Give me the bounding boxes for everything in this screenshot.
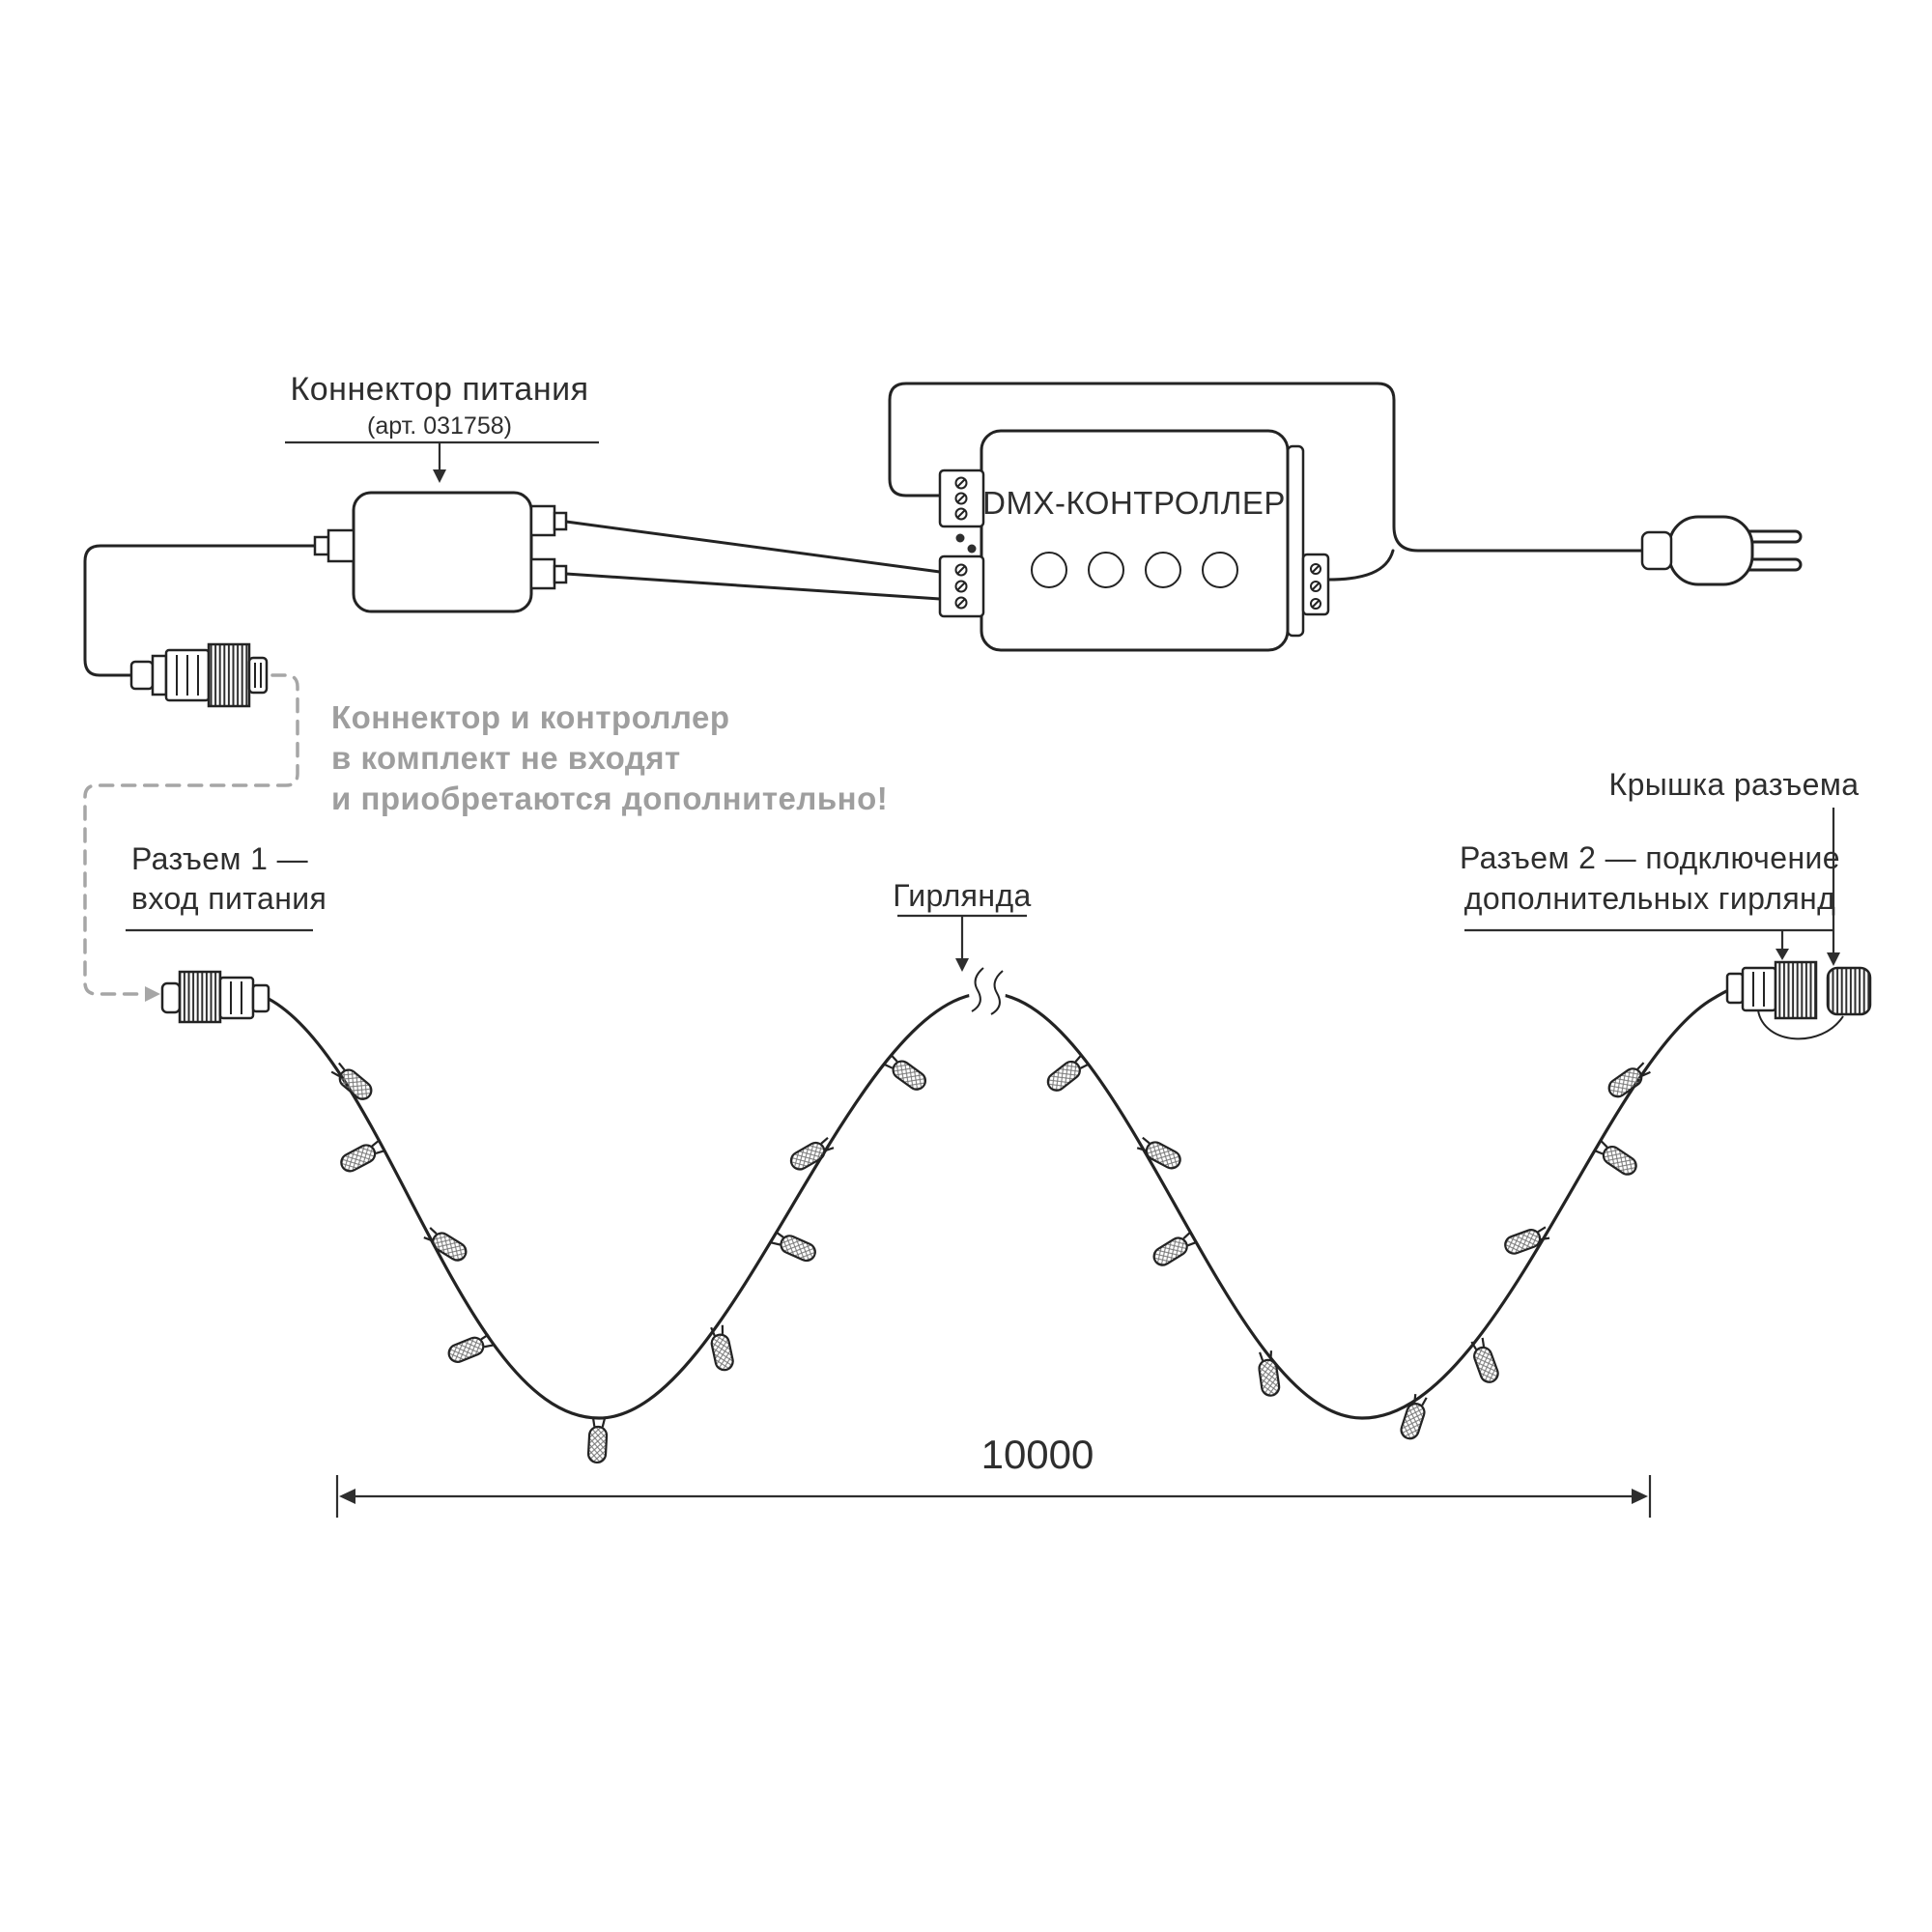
dimension-arrow-right-icon bbox=[1632, 1489, 1648, 1504]
connector2-knurl bbox=[1774, 960, 1818, 1020]
dashed-guide-path bbox=[83, 673, 299, 996]
connector2-callout: Разъем 2 — подключение дополнительных ги… bbox=[1460, 840, 1840, 960]
power-connector-callout: Коннектор питания (арт. 031758) bbox=[285, 371, 599, 483]
plug-body bbox=[1667, 515, 1754, 586]
cap-callout: Крышка разъема bbox=[1609, 767, 1860, 966]
screw-connector-ribs bbox=[176, 655, 199, 696]
screw-connector bbox=[129, 642, 269, 708]
screw-connector-knurl bbox=[207, 642, 251, 708]
connector1-label-1: Разъем 1 — bbox=[131, 841, 308, 876]
loop-cable bbox=[888, 382, 1646, 553]
power-connector-arrow-icon bbox=[433, 469, 446, 483]
led-lamp bbox=[421, 1224, 470, 1265]
terminal-block-lower-left bbox=[938, 554, 985, 618]
led-lamp bbox=[444, 1330, 496, 1366]
garland-wire bbox=[267, 987, 1733, 1420]
power-wire-upper bbox=[564, 520, 942, 574]
plug-sleeve bbox=[1640, 530, 1673, 571]
garland-lamps bbox=[328, 1051, 1654, 1464]
led-lamp bbox=[786, 1134, 837, 1174]
connector1-tip bbox=[160, 981, 182, 1014]
dmx-button-4 bbox=[1202, 552, 1238, 588]
garland-arrow-icon bbox=[955, 958, 969, 972]
cables bbox=[83, 382, 1646, 677]
power-plug bbox=[1640, 515, 1803, 586]
power-wire-lower bbox=[564, 572, 942, 601]
power-connector-stub-step-left bbox=[313, 535, 330, 556]
connector1-label-2: вход питания bbox=[131, 881, 327, 916]
led-lamp bbox=[769, 1228, 819, 1265]
connector1-taper bbox=[251, 983, 270, 1013]
dimension-label: 10000 bbox=[981, 1432, 1094, 1477]
garland-label: Гирлянда bbox=[893, 878, 1031, 913]
dashed-guide-arrow-icon bbox=[145, 986, 160, 1002]
connector2-label-2: дополнительных гирлянд bbox=[1464, 881, 1835, 916]
power-connector-stub-right-2 bbox=[529, 557, 556, 590]
led-lamp bbox=[586, 1416, 610, 1464]
connector2-taper bbox=[1725, 972, 1745, 1005]
dimension-line bbox=[335, 1475, 1652, 1518]
power-cable-left bbox=[83, 544, 317, 677]
screw-connector-sleeve bbox=[129, 660, 155, 691]
power-connector-stub-right-1 bbox=[529, 504, 556, 537]
plug-cable bbox=[1326, 549, 1395, 582]
dmx-button-2 bbox=[1088, 552, 1124, 588]
connector2 bbox=[1725, 960, 1872, 1040]
connector1-ribbed bbox=[218, 976, 255, 1020]
dashed-guide bbox=[83, 673, 299, 1002]
dmx-controller-label: DMX-КОНТРОЛЛЕР bbox=[982, 485, 1286, 521]
break-mark bbox=[969, 967, 1006, 1015]
dmx-controller-flange bbox=[1286, 444, 1305, 638]
garland bbox=[160, 960, 1872, 1464]
led-lamp bbox=[1467, 1335, 1502, 1386]
connector2-arrow-icon bbox=[1776, 949, 1789, 960]
power-connector-stub-step-2 bbox=[553, 564, 568, 584]
screw-connector-tip bbox=[247, 656, 269, 695]
cap-label: Крышка разъема bbox=[1609, 767, 1860, 802]
screw-connector-step bbox=[151, 654, 168, 696]
connector1-knurl bbox=[178, 970, 222, 1024]
connector1 bbox=[160, 970, 270, 1024]
dmx-button-1 bbox=[1031, 552, 1067, 588]
led-lamp bbox=[1398, 1392, 1431, 1442]
dmx-controller-body bbox=[980, 429, 1290, 652]
dmx-controller-buttons bbox=[1031, 552, 1238, 588]
dmx-indicator-dot-1 bbox=[955, 533, 965, 543]
dmx-indicator-dot-2 bbox=[967, 544, 977, 554]
power-connector-leader bbox=[285, 440, 599, 473]
terminal-block-upper-left bbox=[938, 469, 985, 528]
cap-arrow-icon bbox=[1827, 952, 1840, 966]
cap-tether bbox=[1757, 1009, 1844, 1040]
led-lamp bbox=[337, 1136, 387, 1176]
not-included-note: Коннектор и контроллер в комплект не вхо… bbox=[331, 699, 888, 816]
connector2-label-1: Разъем 2 — подключение bbox=[1460, 840, 1840, 875]
connector2-ribbed bbox=[1741, 966, 1777, 1012]
power-connector-box bbox=[313, 491, 568, 613]
dimension-arrow-left-icon bbox=[339, 1489, 355, 1504]
power-connector-stub-left bbox=[327, 528, 355, 563]
power-connector-art-label: (арт. 031758) bbox=[367, 412, 512, 440]
note-line-2: в комплект не входят bbox=[331, 740, 681, 776]
garland-leader bbox=[897, 914, 1027, 962]
power-connector-label: Коннектор питания bbox=[290, 371, 588, 408]
garland-callout: Гирлянда bbox=[893, 878, 1031, 972]
connector2-cap bbox=[1826, 966, 1872, 1016]
note-line-3: и приобретаются дополнительно! bbox=[331, 781, 888, 816]
power-connector-stub-step-1 bbox=[553, 511, 568, 531]
led-lamp bbox=[707, 1323, 736, 1373]
note-line-1: Коннектор и контроллер bbox=[331, 699, 730, 735]
connector1-callout: Разъем 1 — вход питания bbox=[126, 841, 327, 932]
dmx-button-3 bbox=[1145, 552, 1181, 588]
led-lamp bbox=[1134, 1133, 1184, 1173]
terminal-block-right bbox=[1301, 553, 1330, 616]
power-connector-body bbox=[352, 491, 533, 613]
dmx-controller: DMX-КОНТРОЛЛЕР bbox=[938, 429, 1330, 652]
screw-connector-threads bbox=[254, 663, 262, 688]
dimension: 10000 bbox=[335, 1432, 1652, 1518]
led-lamp bbox=[1150, 1229, 1199, 1270]
